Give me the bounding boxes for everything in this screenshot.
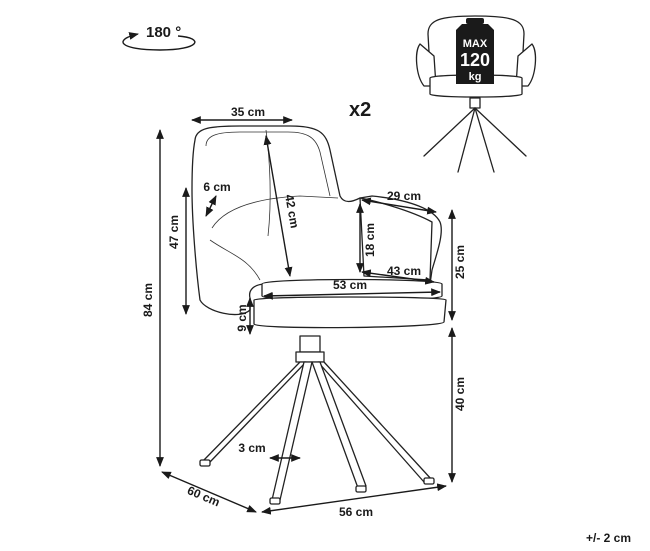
small-chair-illustration: MAX 120 kg <box>415 15 537 173</box>
dim-seat-depth: 43 cm <box>387 264 421 278</box>
dim-leg-width: 3 cm <box>238 441 265 455</box>
max-load-line2: 120 <box>460 50 490 70</box>
rotation-arrow-icon <box>122 32 196 51</box>
quantity-label: x2 <box>349 99 371 121</box>
dim-backrest-height: 47 cm <box>167 215 181 249</box>
max-load-line3: kg <box>469 71 482 83</box>
dim-seat-width: 53 cm <box>333 278 367 292</box>
dim-arm-to-seat: 25 cm <box>453 245 467 279</box>
rotation-indicator: 180 ° <box>122 24 196 51</box>
dim-back-width: 35 cm <box>231 105 265 119</box>
max-load-weight-icon: MAX 120 kg <box>456 18 494 84</box>
dim-seat-height: 40 cm <box>453 377 467 411</box>
tolerance-label: +/- 2 cm <box>586 531 631 545</box>
dim-seat-thickness: 9 cm <box>235 304 249 331</box>
dim-depth: 60 cm <box>185 483 222 509</box>
dim-total-height: 84 cm <box>141 283 155 317</box>
dim-width: 56 cm <box>339 505 373 519</box>
dim-armrest-height: 18 cm <box>363 223 377 257</box>
dim-armrest-width: 6 cm <box>203 180 230 194</box>
rotation-label: 180 ° <box>146 24 181 41</box>
dim-back-height: 42 cm <box>282 193 302 229</box>
max-load-line1: MAX <box>463 38 488 50</box>
dim-armrest-length: 29 cm <box>387 189 421 203</box>
